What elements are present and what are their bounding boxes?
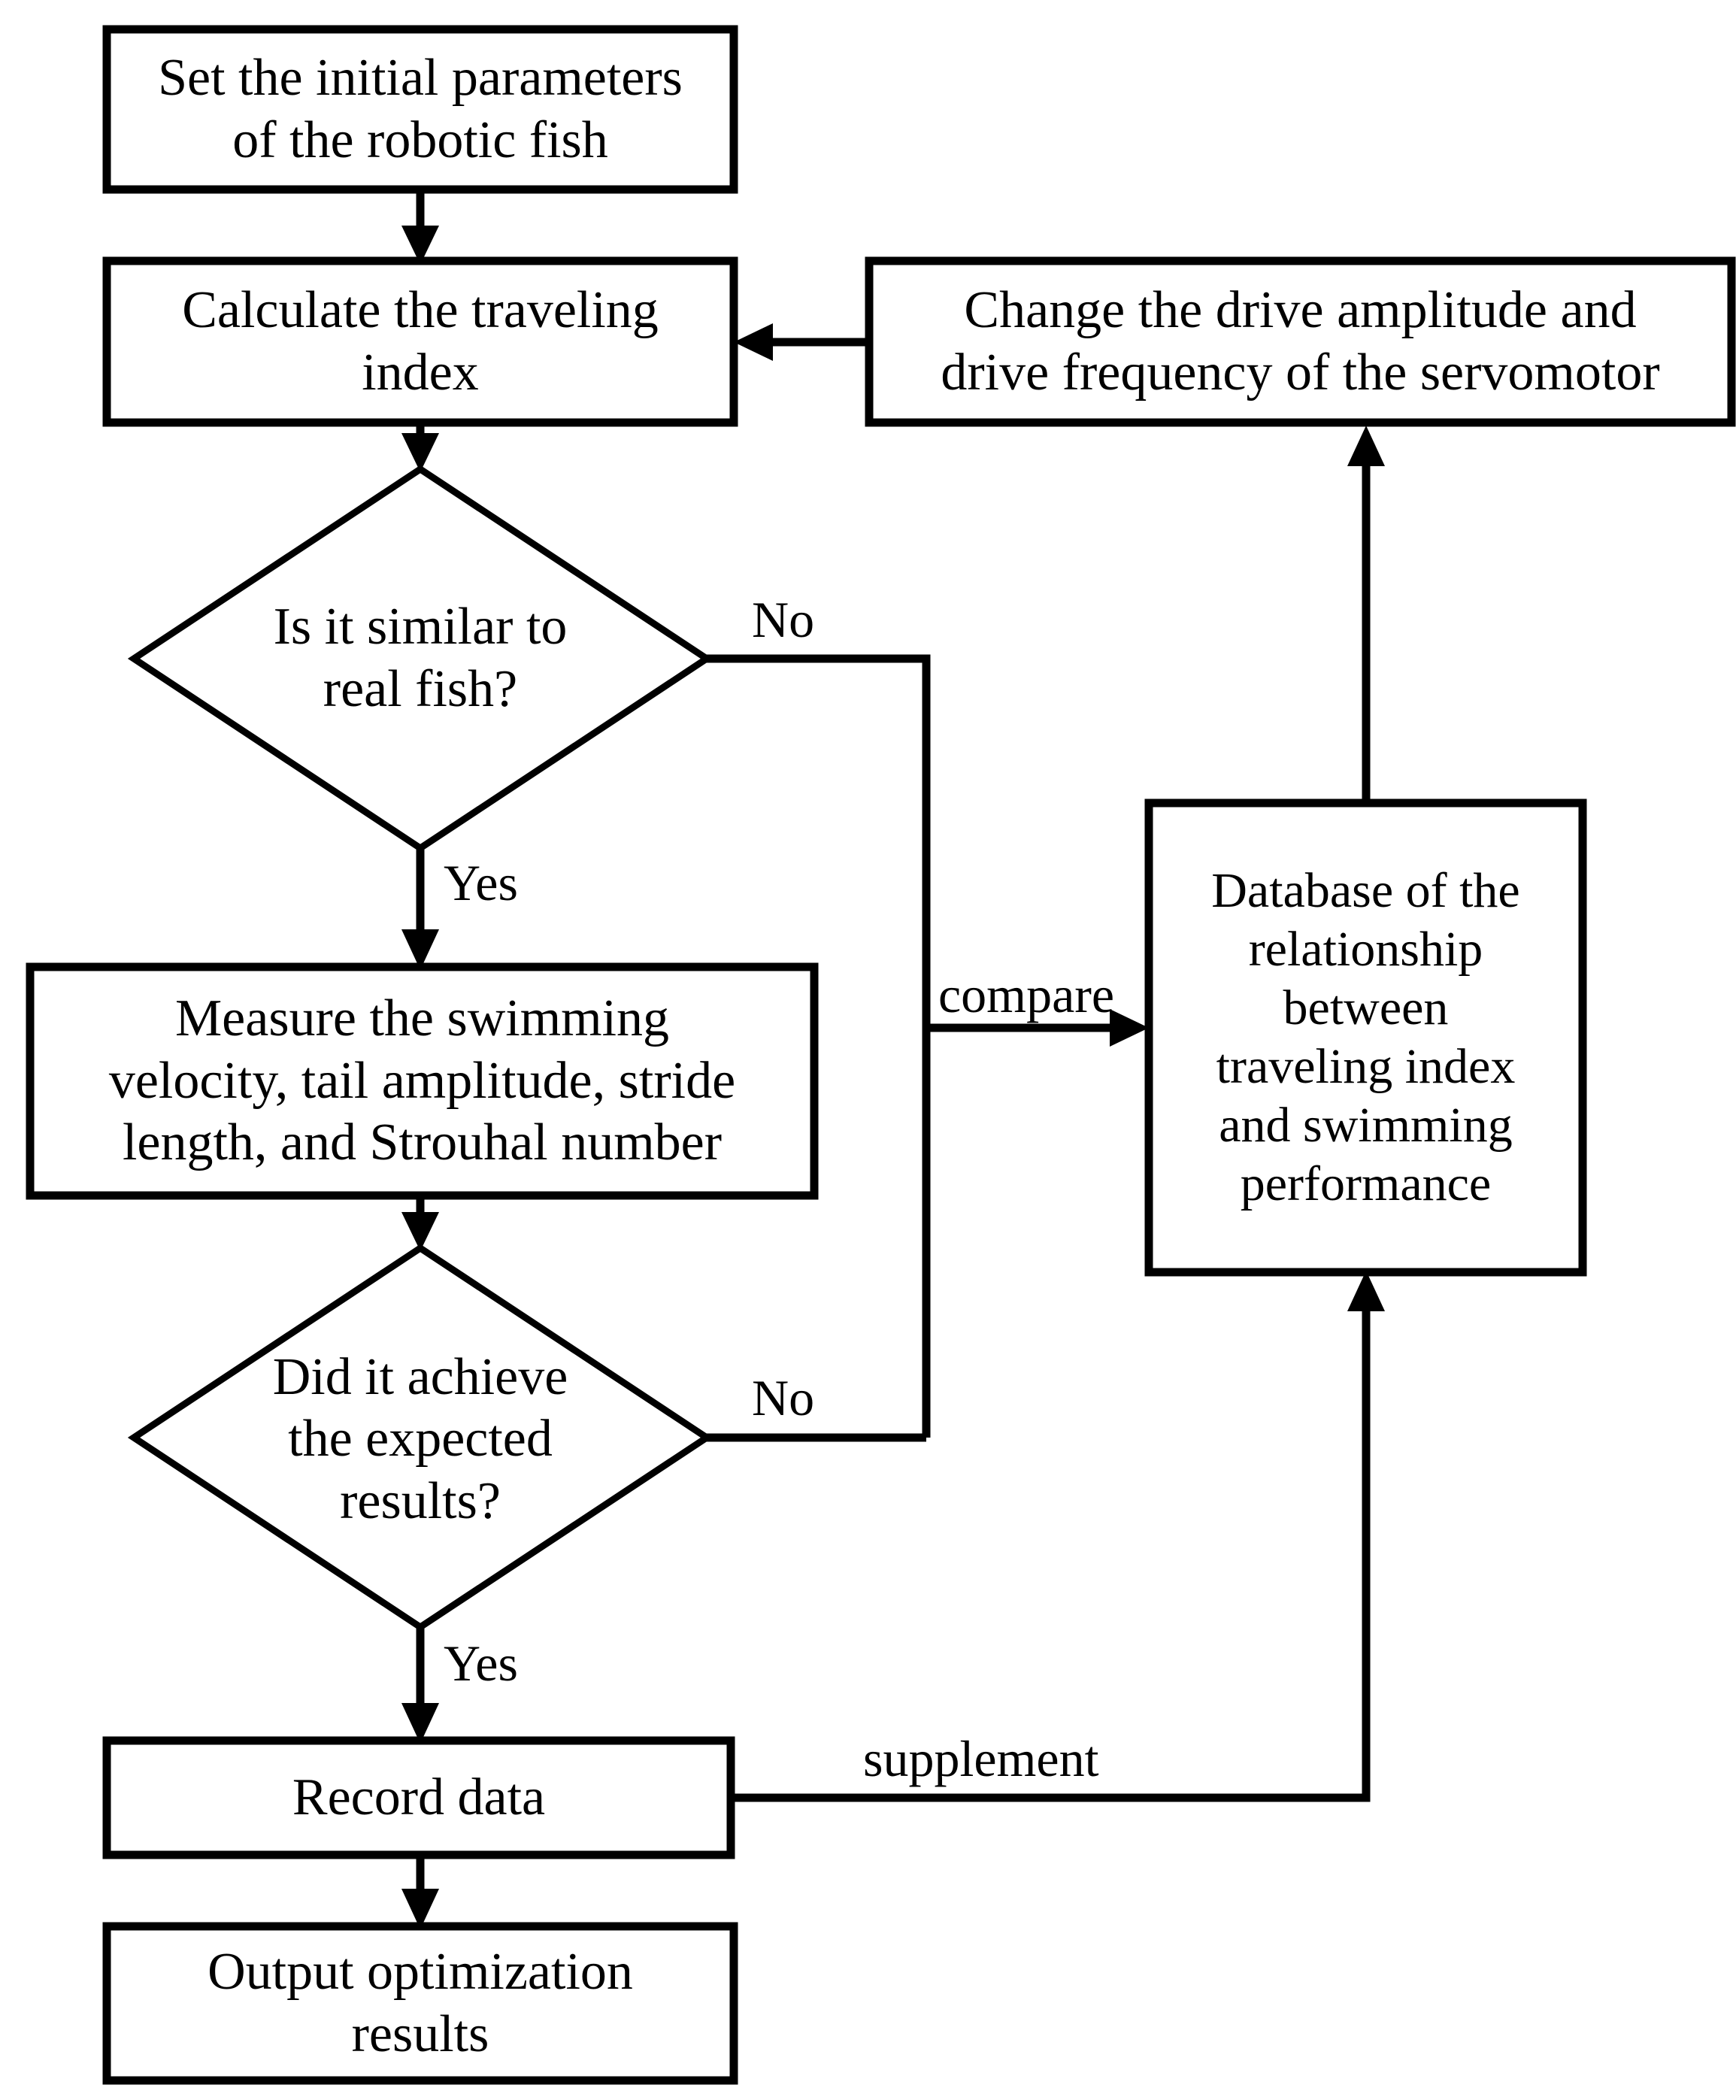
arrowhead-database-to-change-drive — [1347, 426, 1385, 466]
node-calculate-traveling-index[interactable] — [102, 256, 738, 427]
edge-diamond1-no-right-down — [707, 654, 931, 1438]
arrowhead-set-to-calculate — [401, 226, 439, 265]
node-output-optimization-results[interactable] — [102, 1922, 738, 2085]
node-did-it-achieve-expected-results[interactable] — [127, 1244, 713, 1632]
node-change-drive-amplitude[interactable] — [865, 256, 1736, 427]
arrowhead-calculate-to-diamond1 — [401, 433, 439, 472]
arrowhead-change-drive-to-calculate — [734, 323, 773, 361]
node-set-initial-parameters[interactable] — [102, 25, 738, 194]
arrowhead-diamond2-yes-to-record — [401, 1703, 439, 1744]
arrowhead-diamond1-yes-to-measure — [401, 929, 439, 970]
arrowhead-record-to-output — [401, 1889, 439, 1929]
node-record-data[interactable] — [102, 1736, 735, 1859]
node-database-relationship[interactable] — [1144, 798, 1587, 1277]
arrowhead-supplement-to-database — [1347, 1271, 1385, 1311]
node-is-it-similar-to-real-fish[interactable] — [127, 465, 713, 853]
edge-record-supplement-to-database — [731, 1298, 1371, 1802]
arrowhead-measure-to-diamond2 — [401, 1212, 439, 1251]
node-measure-swimming[interactable] — [26, 962, 819, 1200]
arrowhead-compare-to-database — [1110, 1009, 1149, 1047]
